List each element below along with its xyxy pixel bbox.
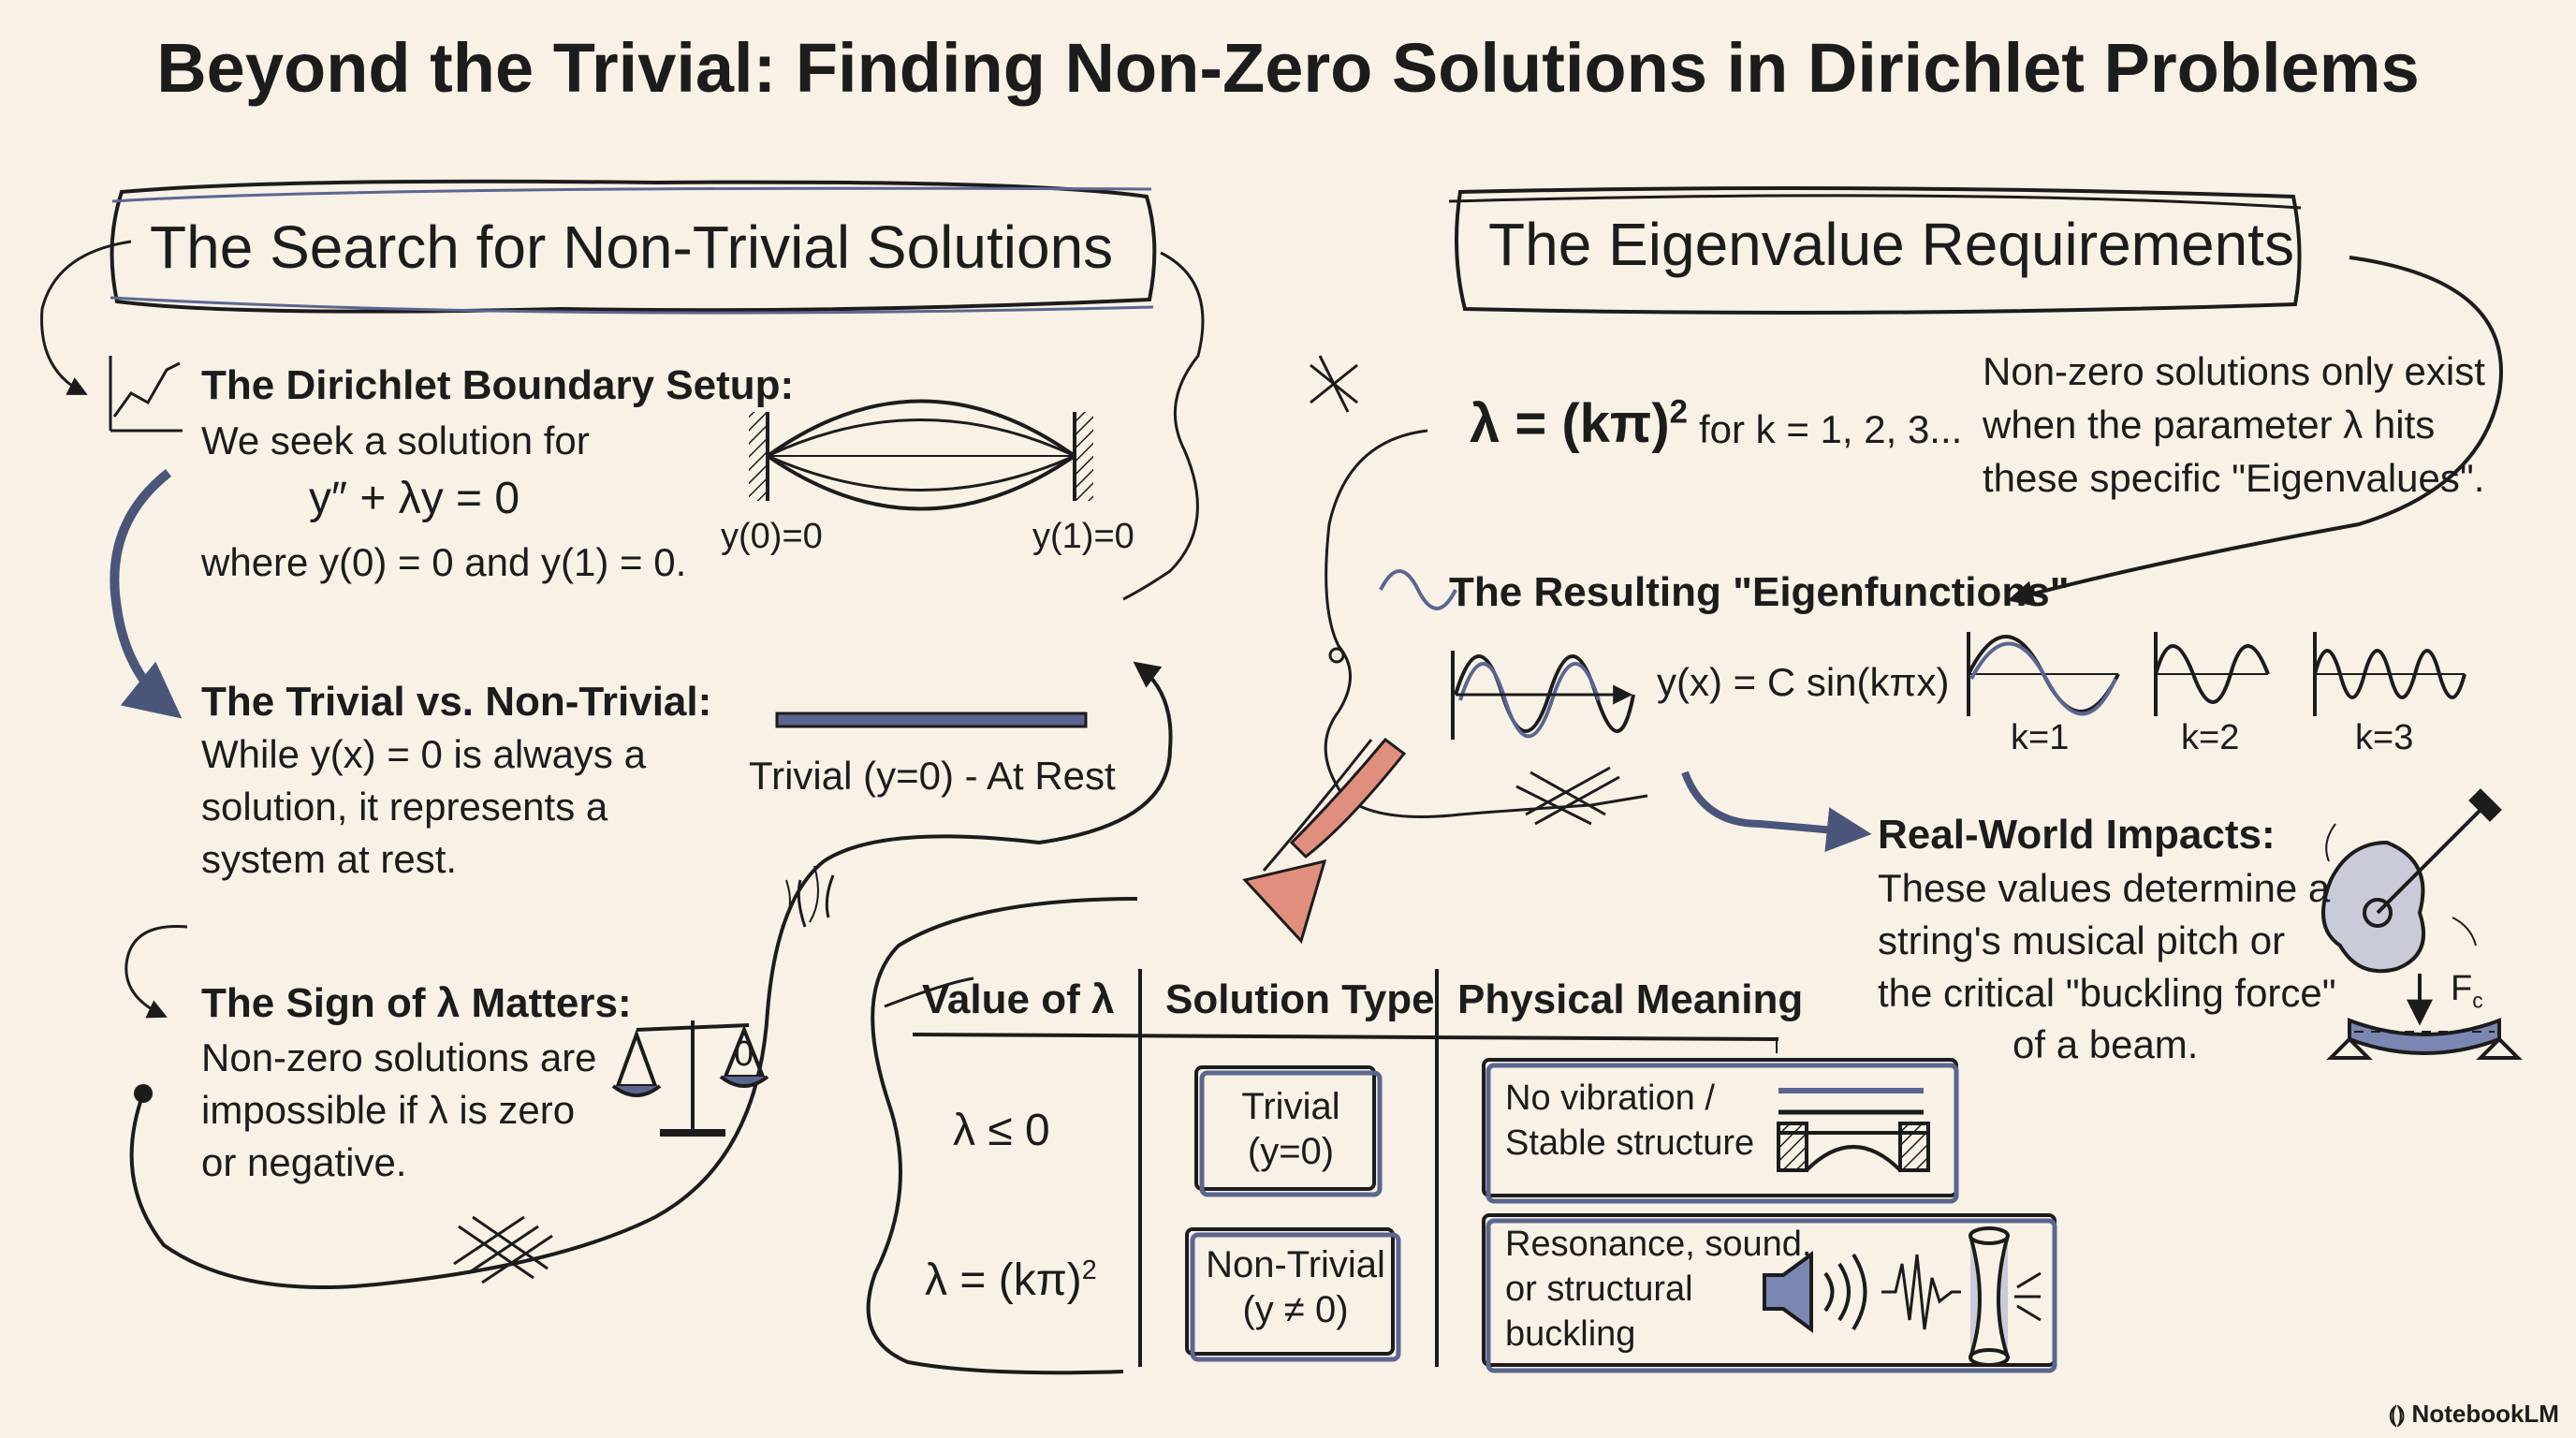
row1-meaning-line1: No vibration / [1505, 1078, 1715, 1118]
trivial-heading: The Trivial vs. Non-Trivial: [201, 679, 712, 725]
column-buckling-icon [1969, 1226, 2042, 1367]
row2-meaning-line3: buckling [1505, 1314, 1636, 1354]
right-section-title: The Eigenvalue Requirements [1488, 211, 2294, 278]
setup-heading: The Dirichlet Boundary Setup: [201, 362, 795, 408]
table-header-value: Value of λ [922, 976, 1115, 1022]
eigen-note1: Non-zero solutions only exist [1983, 349, 2485, 393]
string-diagram [749, 399, 1093, 511]
row1-meaning-line2: Stable structure [1505, 1123, 1755, 1163]
eigen-flow [1324, 429, 1872, 853]
brand-icon: ⦅⦆ [2389, 1400, 2412, 1428]
cell-boxes [1185, 1058, 2057, 1373]
beam-icon [2326, 974, 2523, 1060]
sign-line3: or negative. [201, 1140, 407, 1184]
eigenfunction-waves [1379, 569, 2466, 740]
eigenvalue-range: for k = 1, 2, 3... [1699, 407, 1963, 451]
trivial-line1: While y(x) = 0 is always a [201, 732, 646, 776]
eigen-note3: these specific "Eigenvalues". [1983, 456, 2485, 500]
left-section-title: The Search for Non-Trivial Solutions [150, 213, 1114, 281]
row2-value: λ = (kπ)2 [925, 1255, 1097, 1305]
right-title-frame [1448, 186, 2503, 607]
mode-k2: k=2 [2181, 718, 2240, 757]
mode-k1: k=1 [2011, 718, 2070, 757]
impacts-heading: Real-World Impacts: [1878, 812, 2276, 858]
guitar-icon [2321, 788, 2502, 974]
scale-zero-label: 0 [734, 1034, 754, 1074]
row2-meaning-line1: Resonance, sound, [1505, 1225, 1812, 1264]
scale-icon [611, 1020, 769, 1137]
eigenfunctions-heading: The Resulting "Eigenfunctions" [1449, 569, 2070, 615]
trivial-caption: Trivial (y=0) - At Rest [749, 754, 1116, 798]
mode-k3: k=3 [2355, 718, 2414, 757]
row2-type: Non-Trivial(y ≠ 0) [1206, 1244, 1385, 1330]
table-header-meaning: Physical Meaning [1457, 976, 1804, 1022]
notebooklm-brand: ⦅⦆ NotebookLM [2389, 1400, 2559, 1428]
force-label: Fc [2451, 969, 2483, 1013]
boundary-left-label: y(0)=0 [721, 517, 823, 556]
impacts-line3: the critical "buckling force" [1878, 971, 2336, 1015]
sign-heading: The Sign of λ Matters: [201, 980, 632, 1026]
trivial-line2: solution, it represents a [201, 785, 608, 829]
setup-line1: We seek a solution for [201, 418, 590, 462]
trivial-line3: system at rest. [201, 837, 458, 881]
eigenfunction-formula: y(x) = C sin(kπx) [1657, 660, 1950, 704]
table-header-type: Solution Type [1165, 976, 1435, 1022]
table-frame [797, 874, 1779, 1375]
impacts-line2: string's musical pitch or [1878, 918, 2286, 962]
row1-type: Trivial(y=0) [1241, 1086, 1340, 1172]
eigenvalue-formula: λ = (kπ)2 [1470, 393, 1689, 454]
left-title-frame [40, 179, 1205, 601]
boundary-right-label: y(1)=0 [1032, 517, 1134, 556]
row1-value: λ ≤ 0 [953, 1106, 1050, 1155]
row2-meaning-line2: or structural [1505, 1269, 1693, 1309]
impacts-line4: of a beam. [2012, 1022, 2199, 1066]
impacts-line1: These values determine a [1878, 866, 2331, 910]
setup-equation: y″ + λy = 0 [309, 474, 520, 523]
sign-line2: impossible if λ is zero [201, 1088, 576, 1132]
eigen-note2: when the parameter λ hits [1983, 403, 2436, 447]
bridge-icon [1777, 1088, 1930, 1172]
scribbles [453, 355, 1620, 1284]
red-arrow [1242, 737, 1407, 944]
chart-icon [109, 356, 183, 433]
setup-line2: where y(0) = 0 and y(1) = 0. [201, 540, 687, 584]
page-title: Beyond the Trivial: Finding Non-Zero Sol… [156, 29, 2420, 107]
sign-line1: Non-zero solutions are [201, 1035, 597, 1079]
trivial-line [775, 712, 1088, 728]
speaker-wave-icon [1763, 1251, 1961, 1333]
